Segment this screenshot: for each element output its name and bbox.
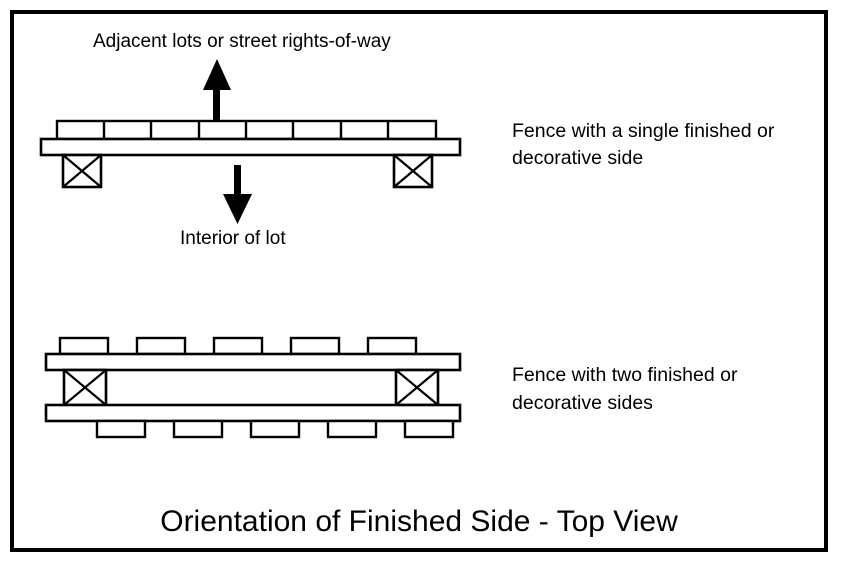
picket-upper — [366, 336, 418, 356]
top-caption-label: Adjacent lots or street rights-of-way — [93, 31, 391, 52]
fence-post — [394, 368, 440, 407]
post-cross-line — [62, 154, 102, 188]
arrow-up-shaft — [213, 88, 220, 130]
picket-lower — [95, 419, 147, 439]
double-sided-fence-drawing — [44, 336, 462, 439]
picket-upper — [289, 336, 341, 356]
double-sided-fence-label-line-1: Fence with two finished or — [512, 364, 738, 386]
picket-lower — [249, 419, 301, 439]
single-sided-fence-drawing — [39, 119, 462, 189]
post-cross-line — [393, 154, 433, 188]
arrow-up-icon — [203, 59, 231, 130]
double-sided-fence-label-line-2: decorative sides — [512, 392, 653, 414]
fence-rail-upper — [44, 352, 462, 372]
post-cross-line — [395, 369, 439, 406]
arrow-down-icon — [223, 165, 252, 224]
single-sided-fence-label-line-1: Fence with a single finished or — [512, 120, 775, 142]
arrow-down-head — [223, 194, 252, 224]
fence-post — [61, 153, 103, 189]
picket-lower — [403, 419, 455, 439]
picket-upper — [58, 336, 110, 356]
fence-post — [392, 153, 434, 189]
figure-title: Orientation of Finished Side - Top View — [160, 505, 678, 538]
single-sided-fence-label-line-2: decorative side — [512, 147, 643, 169]
picket-upper — [135, 336, 187, 356]
picket-upper — [212, 336, 264, 356]
figure-border — [10, 10, 828, 552]
fence-rail-lower — [44, 403, 462, 423]
picket-lower — [172, 419, 224, 439]
arrow-up-head — [203, 59, 231, 90]
fence-post — [62, 368, 108, 407]
bottom-caption-label: Interior of lot — [180, 228, 286, 249]
arrow-down-shaft — [234, 165, 241, 206]
fence-rail — [39, 137, 462, 157]
post-cross-line — [63, 369, 107, 406]
picket-lower — [326, 419, 378, 439]
